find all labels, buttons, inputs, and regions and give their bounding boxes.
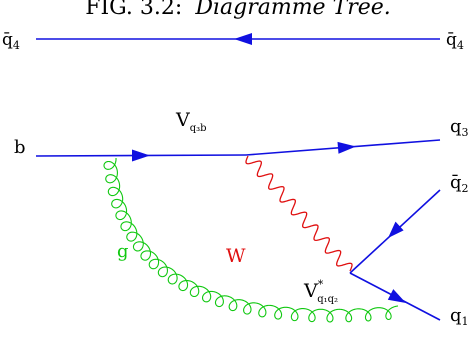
label-vq3b: Vq₃b: [175, 109, 207, 134]
caption-title: Diagramme Tree.: [194, 0, 390, 20]
caption-prefix: FIG. 3.2:: [85, 0, 182, 20]
label-q1: q1: [450, 305, 469, 328]
label-q3: q3: [450, 116, 469, 139]
gluon-line: [103, 157, 399, 323]
w-boson-line: [245, 155, 353, 272]
label-vq1q2: V*q₁q₂: [303, 278, 338, 305]
label-qbar4-right: q̄4: [446, 30, 464, 52]
figure-caption: FIG. 3.2: Diagramme Tree.: [85, 0, 391, 20]
label-w: W: [226, 245, 246, 267]
label-qbar2: q̄2: [450, 172, 469, 195]
label-b: b: [14, 137, 26, 158]
b-quark-arrow: [132, 149, 150, 162]
label-g: g: [117, 241, 129, 262]
qbar2-arrow: [388, 221, 404, 238]
q3-quark-arrow: [337, 141, 356, 154]
label-qbar4-left: q̄4: [2, 30, 20, 52]
antiquark-q4-arrow: [234, 33, 252, 45]
q1-arrow: [387, 289, 406, 303]
